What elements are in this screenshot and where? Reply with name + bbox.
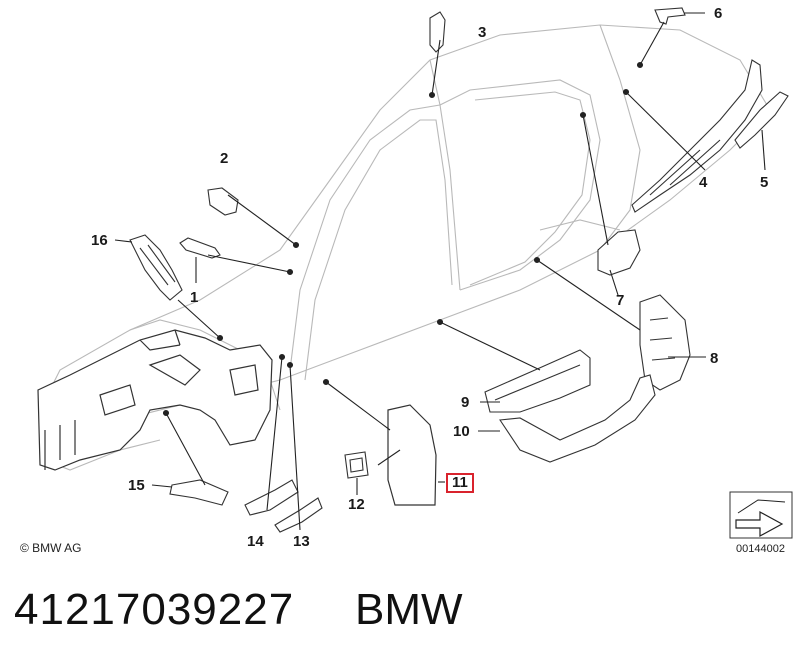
- callout-13: 13: [293, 533, 310, 550]
- callout-1: 1: [190, 289, 199, 306]
- callout-12: 12: [348, 496, 365, 513]
- callout-2: 2: [220, 150, 229, 167]
- callout-11-highlighted: 11: [446, 473, 474, 493]
- part-number: 41217039227: [14, 585, 295, 634]
- diagram-code-icon: [729, 491, 793, 539]
- callout-3: 3: [478, 24, 487, 41]
- part-1-shape: [179, 237, 221, 259]
- part-5-shape: [734, 91, 789, 149]
- part-6-shape: [654, 7, 686, 25]
- copyright-notice: © BMW AG: [20, 541, 82, 555]
- part-8-shape: [639, 294, 691, 391]
- callout-4: 4: [699, 174, 708, 191]
- callout-5: 5: [760, 174, 769, 191]
- part-11-shape: [387, 404, 437, 506]
- part-10-shape: [499, 374, 656, 463]
- part-13-shape: [274, 497, 323, 533]
- leader-lines: [114, 12, 766, 531]
- callout-15: 15: [128, 477, 145, 494]
- part-16-shape: [129, 234, 183, 301]
- part-15-shape: [169, 479, 229, 506]
- callout-10: 10: [453, 423, 470, 440]
- callout-8: 8: [710, 350, 719, 367]
- part-2-shape: [207, 187, 239, 216]
- brand-name: BMW: [355, 585, 463, 634]
- body-panel-diagram: [37, 7, 793, 539]
- diagram-code: 00144002: [736, 543, 785, 555]
- callout-7: 7: [616, 292, 625, 309]
- front-structure: [37, 329, 273, 471]
- part-9-shape: [484, 349, 591, 413]
- part-3-shape: [429, 11, 446, 53]
- callout-16: 16: [91, 232, 108, 249]
- part-14-shape: [244, 479, 299, 516]
- part-12-shape: [344, 451, 369, 479]
- callout-6: 6: [714, 5, 723, 22]
- callout-9: 9: [461, 394, 470, 411]
- part-7-shape: [597, 229, 641, 276]
- callout-14: 14: [247, 533, 264, 550]
